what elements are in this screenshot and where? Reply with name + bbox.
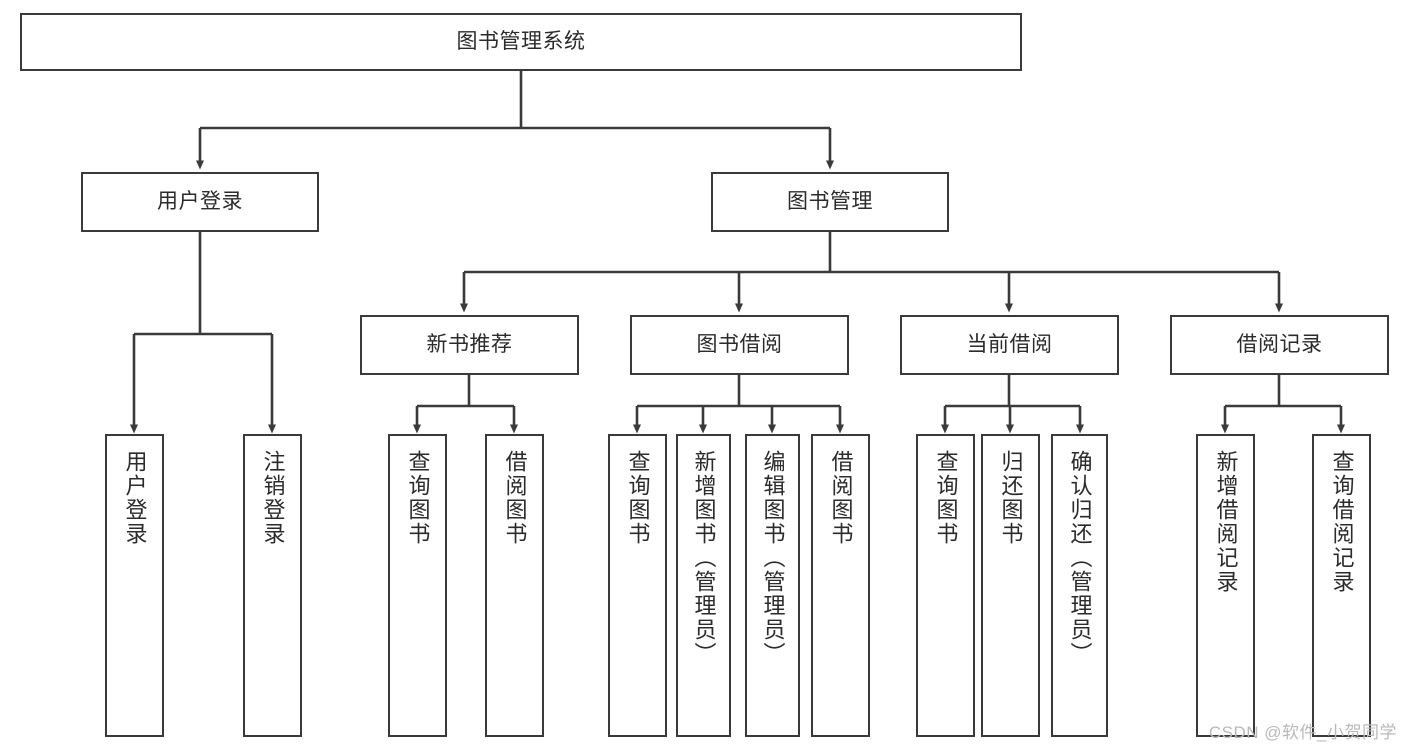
node-root[interactable]: 图书管理系统 — [20, 13, 1022, 71]
node-leaf-return-book-label: 归还图书 — [998, 450, 1024, 546]
node-current-borrow-label: 当前借阅 — [966, 332, 1053, 356]
node-leaf-query-record[interactable]: 查询借阅记录 — [1312, 434, 1371, 737]
node-book-borrow-label: 图书借阅 — [696, 332, 783, 356]
node-leaf-borrow-book-2-label: 借阅图书 — [828, 450, 854, 546]
node-new-book-rec[interactable]: 新书推荐 — [360, 315, 579, 375]
node-user-login[interactable]: 用户登录 — [81, 172, 319, 232]
node-leaf-borrow-book-1-label: 借阅图书 — [502, 450, 528, 546]
node-leaf-edit-book-label: 编辑图书（管理员） — [760, 450, 786, 666]
node-leaf-user-login[interactable]: 用户登录 — [105, 434, 164, 737]
node-leaf-return-book[interactable]: 归还图书 — [981, 434, 1040, 737]
node-leaf-add-book-label: 新增图书（管理员） — [691, 450, 717, 666]
node-book-borrow[interactable]: 图书借阅 — [630, 315, 849, 375]
node-borrow-record[interactable]: 借阅记录 — [1170, 315, 1389, 375]
node-leaf-add-record[interactable]: 新增借阅记录 — [1196, 434, 1255, 737]
node-leaf-query-book-2[interactable]: 查询图书 — [608, 434, 667, 737]
node-root-label: 图书管理系统 — [456, 29, 586, 53]
csdn-watermark: CSDN @软件_小贺同学 — [1208, 723, 1397, 742]
node-leaf-add-book[interactable]: 新增图书（管理员） — [676, 434, 731, 737]
node-leaf-borrow-book-1[interactable]: 借阅图书 — [485, 434, 544, 737]
node-book-manage[interactable]: 图书管理 — [711, 172, 949, 232]
node-leaf-query-book-3[interactable]: 查询图书 — [916, 434, 975, 737]
node-leaf-logout[interactable]: 注销登录 — [243, 434, 302, 737]
node-book-manage-label: 图书管理 — [787, 189, 873, 213]
node-leaf-query-book-2-label: 查询图书 — [625, 450, 651, 546]
node-borrow-record-label: 借阅记录 — [1236, 332, 1323, 356]
node-leaf-query-book-1-label: 查询图书 — [405, 450, 431, 546]
node-leaf-confirm-return[interactable]: 确认归还（管理员） — [1051, 434, 1108, 737]
node-leaf-confirm-return-label: 确认归还（管理员） — [1067, 450, 1093, 666]
node-user-login-label: 用户登录 — [157, 189, 243, 213]
node-current-borrow[interactable]: 当前借阅 — [900, 315, 1119, 375]
node-leaf-edit-book[interactable]: 编辑图书（管理员） — [745, 434, 800, 737]
node-leaf-add-record-label: 新增借阅记录 — [1213, 450, 1239, 594]
node-leaf-borrow-book-2[interactable]: 借阅图书 — [811, 434, 870, 737]
node-new-book-rec-label: 新书推荐 — [426, 332, 513, 356]
node-leaf-logout-label: 注销登录 — [260, 450, 286, 546]
node-leaf-query-record-label: 查询借阅记录 — [1329, 450, 1355, 594]
node-leaf-user-login-label: 用户登录 — [122, 450, 148, 546]
node-leaf-query-book-1[interactable]: 查询图书 — [388, 434, 447, 737]
node-leaf-query-book-3-label: 查询图书 — [933, 450, 959, 546]
